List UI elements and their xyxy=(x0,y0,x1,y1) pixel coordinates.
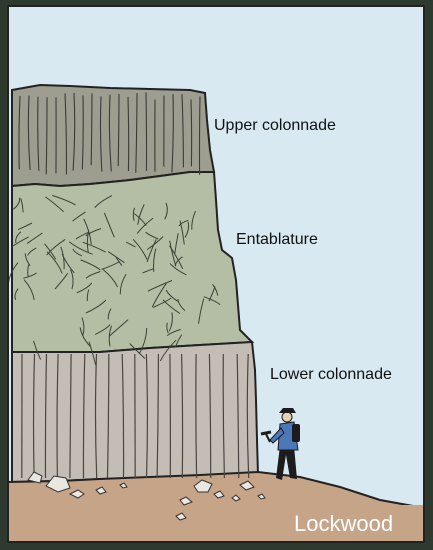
column-joint xyxy=(199,96,200,174)
upper-colonnade-label: Upper colonnade xyxy=(214,117,336,135)
entablature-label: Entablature xyxy=(236,231,318,249)
column-joint xyxy=(191,99,192,166)
lower-colonnade-label: Lower colonnade xyxy=(270,366,392,384)
column-joint xyxy=(128,97,129,171)
credit-text: Lockwood xyxy=(294,511,393,537)
column-joint xyxy=(146,92,147,170)
